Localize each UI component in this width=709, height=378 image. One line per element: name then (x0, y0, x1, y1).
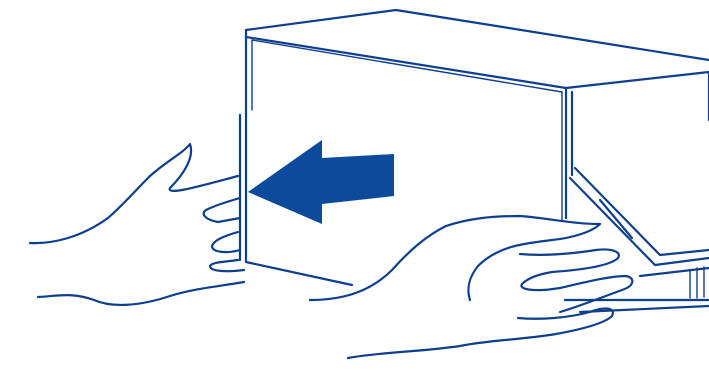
box-icon (240, 10, 709, 285)
arrow-left-icon (248, 140, 394, 224)
base-unit-icon (565, 168, 709, 312)
left-hand-icon (30, 144, 244, 305)
right-hand-icon (310, 216, 632, 358)
